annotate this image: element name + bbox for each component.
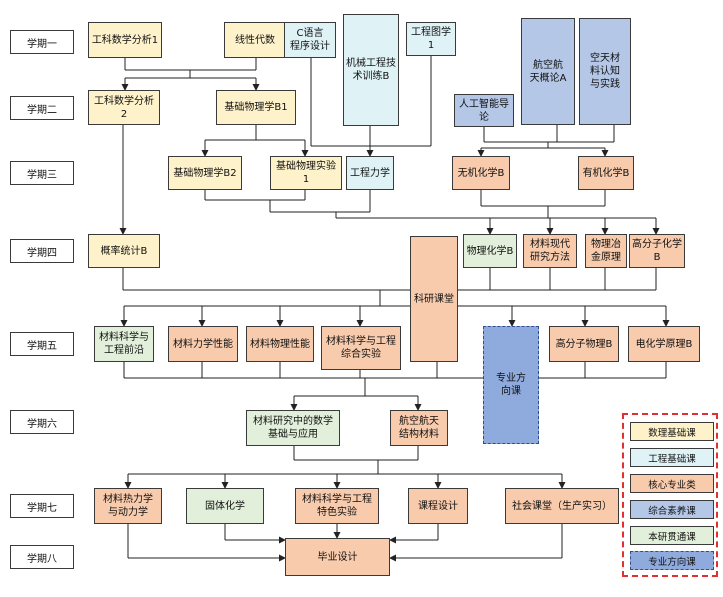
course-polymer-chem: 高分子化学 B xyxy=(629,234,685,268)
legend xyxy=(622,413,718,577)
course-aerospace-structural: 航空航天 结构材料 xyxy=(390,410,448,446)
semester-1-label: 学期一 xyxy=(10,30,74,54)
course-phys-properties: 材料物理性能 xyxy=(246,326,314,362)
course-social-practice: 社会课堂（生产实习） xyxy=(505,488,619,524)
course-thesis: 毕业设计 xyxy=(285,538,390,576)
course-research-class: 科研课堂 xyxy=(410,236,458,362)
semester-4-label: 学期四 xyxy=(10,239,74,263)
course-frontier: 材料科学与 工程前沿 xyxy=(94,326,154,362)
course-physics-b2: 基础物理学B2 xyxy=(168,156,242,190)
course-eng-math-2: 工科数学分析2 xyxy=(88,90,160,125)
course-featured-exp: 材料科学与工程 特色实验 xyxy=(295,488,379,524)
course-probability: 概率统计B xyxy=(88,234,160,268)
course-physics-b1: 基础物理学B1 xyxy=(216,90,296,125)
course-mech-training: 机械工程技 术训练B xyxy=(343,14,399,126)
course-physical-metallurgy: 物理冶 金原理 xyxy=(585,234,627,268)
course-comprehensive-exp: 材料科学与工程 综合实验 xyxy=(321,326,401,370)
semester-7-label: 学期七 xyxy=(10,494,74,518)
legend-specialty: 专业方向课 xyxy=(630,551,714,570)
course-eng-mechanics: 工程力学 xyxy=(346,156,394,190)
semester-3-label: 学期三 xyxy=(10,161,74,185)
legend-ug-grad: 本研贯通课 xyxy=(630,526,714,545)
course-ai-intro: 人工智能导 论 xyxy=(454,94,514,127)
course-specialty: 专业方 向课 xyxy=(483,326,539,444)
semester-2-label: 学期二 xyxy=(10,96,74,120)
course-aerospace-materials-practice: 空天材 料认知 与实践 xyxy=(579,18,631,125)
legend-general: 综合素养课 xyxy=(630,500,714,519)
course-mech-properties: 材料力学性能 xyxy=(168,326,238,362)
course-modern-research-methods: 材料现代 研究方法 xyxy=(523,234,577,268)
semester-6-label: 学期六 xyxy=(10,410,74,434)
course-course-design: 课程设计 xyxy=(408,488,468,524)
course-eng-drawing: 工程图学 1 xyxy=(406,22,456,56)
course-physics-lab-1: 基础物理实验1 xyxy=(270,156,342,190)
course-physical-chem: 物理化学B xyxy=(463,234,517,268)
course-solid-chem: 固体化学 xyxy=(186,488,264,524)
legend-math-foundation: 数理基础课 xyxy=(630,422,714,441)
course-linear-algebra: 线性代数 xyxy=(224,22,286,58)
course-c-programming: C语言 程序设计 xyxy=(284,22,336,58)
course-aerospace-intro: 航空航 天概论A xyxy=(521,18,575,125)
course-inorganic-chem: 无机化学B xyxy=(452,156,510,190)
semester-8-label: 学期八 xyxy=(10,545,74,569)
course-math-in-research: 材料研究中的数学 基础与应用 xyxy=(246,410,340,446)
course-electrochem: 电化学原理B xyxy=(628,326,700,362)
legend-core: 核心专业类 xyxy=(630,474,714,493)
semester-5-label: 学期五 xyxy=(10,332,74,356)
course-eng-math-1: 工科数学分析1 xyxy=(88,22,162,58)
course-organic-chem: 有机化学B xyxy=(578,156,634,190)
course-polymer-physics: 高分子物理B xyxy=(549,326,619,362)
legend-eng-foundation: 工程基础课 xyxy=(630,448,714,467)
course-thermo: 材料热力学 与动力学 xyxy=(94,488,162,524)
